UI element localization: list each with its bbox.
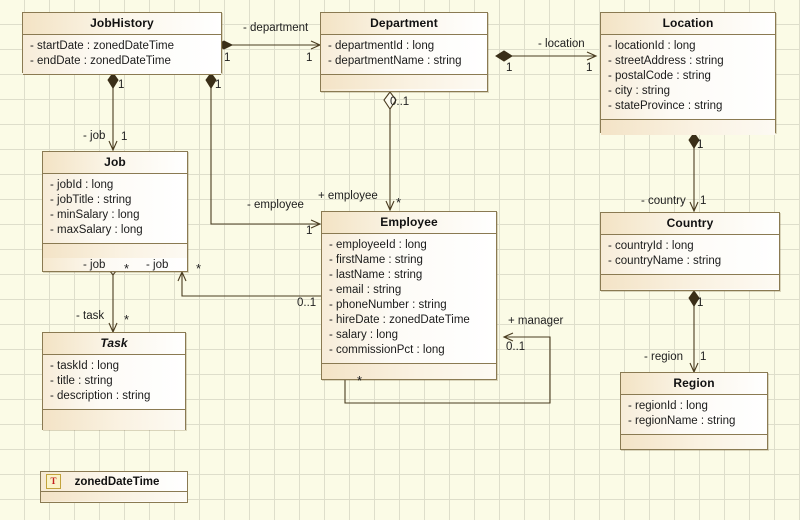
class-box-job[interactable]: Job - jobId : long - jobTitle : string -… [42,151,188,272]
multiplicity-label: 0..1 [390,96,410,108]
attribute: - startDate : zonedDateTime [30,40,175,52]
multiplicity-label: 1 [586,62,593,74]
class-operations-task [43,410,185,430]
attribute: - jobTitle : string [50,194,132,206]
class-attributes-location: - locationId : long - streetAddress : st… [601,35,775,120]
multiplicity-label: 1 [697,297,704,309]
attribute: - streetAddress : string [608,55,724,67]
class-attributes-jobhistory: - startDate : zonedDateTime - endDate : … [23,35,221,75]
attribute: - email : string [329,284,402,296]
class-box-task[interactable]: Task - taskId : long - title : string - … [42,332,186,430]
class-title-region: Region [621,373,767,395]
edge-label-manager: + manager [508,315,564,327]
edge-label-job-top: - job [83,130,106,142]
class-box-employee[interactable]: Employee - employeeId : long - firstName… [321,211,497,380]
edge-label-employee: - employee [247,199,304,211]
multiplicity-label: 1 [306,52,313,64]
class-attributes-task: - taskId : long - title : string - descr… [43,355,185,410]
attribute: - description : string [50,390,151,402]
multiplicity-label: 0..1 [506,341,526,353]
multiplicity-label: 1 [700,351,707,363]
multiplicity-label: * [124,312,130,327]
class-attributes-job: - jobId : long - jobTitle : string - min… [43,174,187,244]
class-operations-country [601,275,779,289]
attribute: - title : string [50,375,113,387]
multiplicity-label: 1 [700,195,707,207]
multiplicity-label: * [196,261,202,276]
multiplicity-label: 1 [697,139,704,151]
edge-label-job-association: - job [146,259,169,271]
multiplicity-label: 1 [121,131,128,143]
class-attributes-department: - departmentId : long - departmentName :… [321,35,487,75]
multiplicity-label: * [396,195,402,210]
class-attributes-country: - countryId : long - countryName : strin… [601,235,779,275]
edge-label-department: - department [243,22,309,34]
datatype-header: T zonedDateTime [41,472,187,492]
class-operations-location [601,120,775,135]
datatype-name: zonedDateTime [74,475,160,488]
edge-label-country: - country [641,195,686,207]
class-box-country[interactable]: Country - countryId : long - countryName… [600,212,780,291]
multiplicity-label: 1 [306,225,313,237]
attribute: - taskId : long [50,360,120,372]
datatype-box-zoneddatetime[interactable]: T zonedDateTime [40,471,188,503]
class-title-jobhistory: JobHistory [23,13,221,35]
multiplicity-label: 1 [118,79,125,91]
edge-label-employee-dept: + employee [318,190,378,202]
attribute: - lastName : string [329,269,423,281]
edge-label-region: - region [644,351,683,363]
attribute: - locationId : long [608,40,696,52]
attribute: - employeeId : long [329,239,427,251]
attribute: - maxSalary : long [50,224,143,236]
edge-label-job-aggregation: - job [83,259,106,271]
attribute: - jobId : long [50,179,114,191]
multiplicity-label: 0..1 [297,297,317,309]
class-operations-region [621,435,767,449]
attribute: - departmentName : string [328,55,462,67]
datatype-body [41,492,187,501]
class-operations-department [321,75,487,89]
attribute: - regionId : long [628,400,708,412]
edge-label-task: - task [76,310,105,322]
class-title-country: Country [601,213,779,235]
class-attributes-region: - regionId : long - regionName : string [621,395,767,435]
attribute: - phoneNumber : string [329,299,447,311]
class-box-region[interactable]: Region - regionId : long - regionName : … [620,372,768,450]
attribute: - postalCode : string [608,70,711,82]
multiplicity-label: * [124,261,130,276]
attribute: - regionName : string [628,415,736,427]
attribute: - minSalary : long [50,209,140,221]
class-operations-job [43,244,187,258]
class-title-job: Job [43,152,187,174]
attribute: - stateProvince : string [608,100,723,112]
class-attributes-employee: - employeeId : long - firstName : string… [322,234,496,364]
attribute: - city : string [608,85,670,97]
type-icon-T: T [46,474,61,489]
attribute: - hireDate : zonedDateTime [329,314,470,326]
class-operations-employee [322,364,496,379]
multiplicity-label: * [357,373,363,388]
attribute: - salary : long [329,329,399,341]
class-title-task: Task [43,333,185,355]
multiplicity-label: 1 [215,79,222,91]
class-title-department: Department [321,13,487,35]
attribute: - countryId : long [608,240,694,252]
attribute: - departmentId : long [328,40,435,52]
class-box-jobhistory[interactable]: JobHistory - startDate : zonedDateTime -… [22,12,222,75]
attribute: - firstName : string [329,254,423,266]
multiplicity-label: 1 [506,62,513,74]
attribute: - countryName : string [608,255,722,267]
edge-label-location: - location [538,38,585,50]
class-title-location: Location [601,13,775,35]
attribute: - commissionPct : long [329,344,445,356]
class-box-department[interactable]: Department - departmentId : long - depar… [320,12,488,92]
multiplicity-label: 1 [224,52,231,64]
class-title-employee: Employee [322,212,496,234]
attribute: - endDate : zonedDateTime [30,55,171,67]
class-box-location[interactable]: Location - locationId : long - streetAdd… [600,12,776,135]
